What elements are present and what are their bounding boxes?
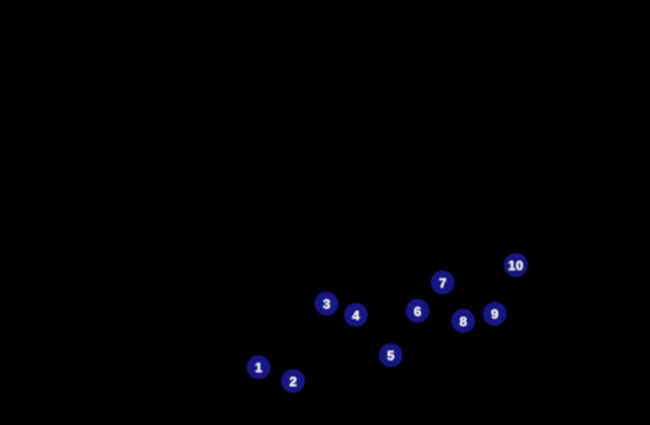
svg-text:1: 1 (255, 360, 262, 375)
svg-text:8: 8 (460, 314, 467, 329)
svg-text:9: 9 (491, 307, 498, 322)
svg-text:6: 6 (414, 304, 421, 319)
svg-text:4: 4 (352, 308, 360, 323)
svg-text:5: 5 (387, 348, 394, 363)
svg-text:3: 3 (323, 297, 330, 312)
svg-text:2: 2 (289, 374, 296, 389)
svg-text:7: 7 (439, 276, 446, 291)
svg-text:10: 10 (508, 258, 524, 273)
